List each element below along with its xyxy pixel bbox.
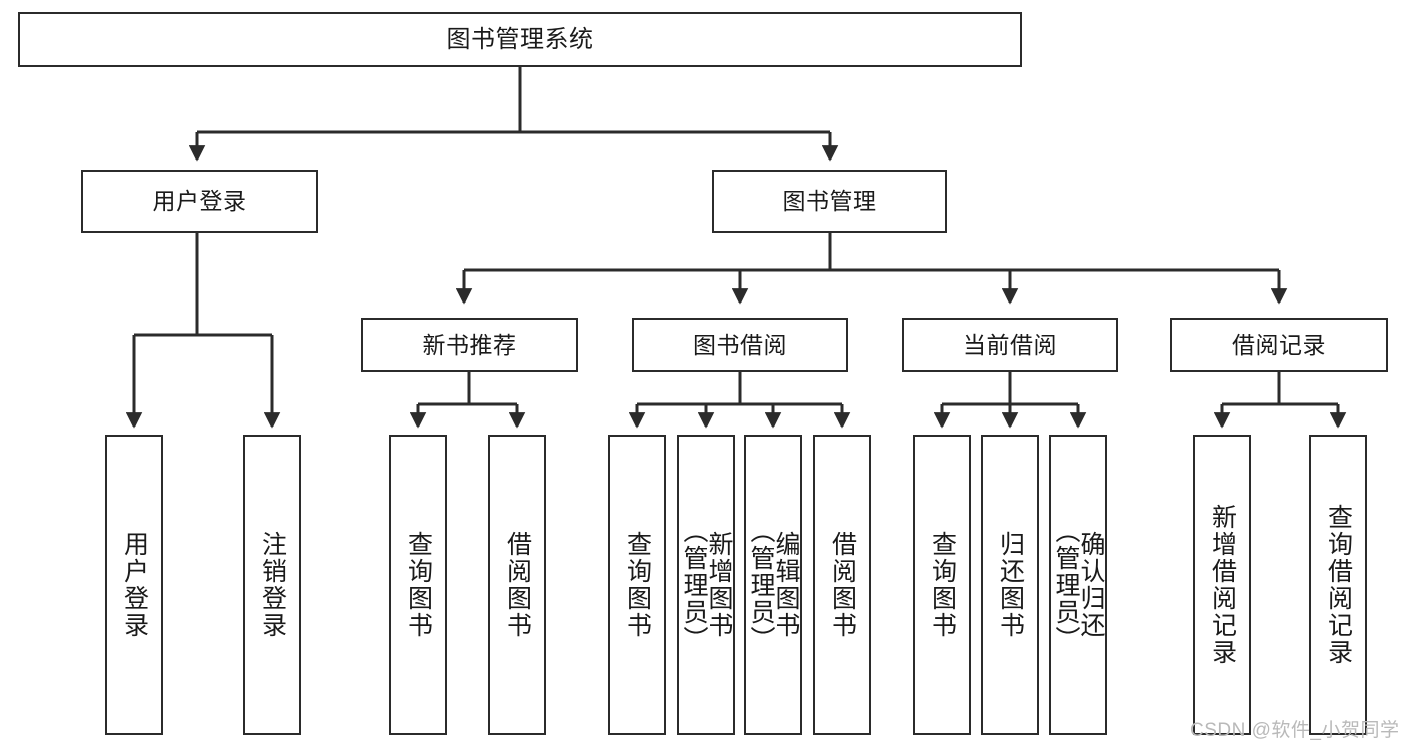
node-label: 图书管理 bbox=[782, 188, 877, 215]
node-label: 查询图书 bbox=[623, 531, 652, 639]
leaf-edit-book-admin[interactable]: 编辑图书 （管理员） bbox=[744, 435, 802, 735]
node-label: 用户登录 bbox=[152, 188, 247, 215]
leaf-confirm-return-admin[interactable]: 确认归还 （管理员） bbox=[1049, 435, 1107, 735]
node-label: 借阅图书 bbox=[503, 531, 532, 639]
node-label: 新书推荐 bbox=[422, 331, 517, 358]
watermark-text: CSDN @软件_小贺同学 bbox=[1190, 720, 1400, 741]
leaf-add-borrow-record[interactable]: 新增借阅记录 bbox=[1193, 435, 1251, 735]
node-label: 注销登录 bbox=[258, 531, 287, 639]
node-label: 用户登录 bbox=[120, 531, 149, 639]
leaf-query-book-current[interactable]: 查询图书 bbox=[913, 435, 971, 735]
leaf-user-logout[interactable]: 注销登录 bbox=[243, 435, 301, 735]
leaf-user-login[interactable]: 用户登录 bbox=[105, 435, 163, 735]
node-label: 查询图书 bbox=[928, 531, 957, 639]
node-label: 确认归还 （管理员） bbox=[1052, 517, 1105, 653]
leaf-query-book-recommend[interactable]: 查询图书 bbox=[389, 435, 447, 735]
leaf-borrow-book-recommend[interactable]: 借阅图书 bbox=[488, 435, 546, 735]
node-label: 新增借阅记录 bbox=[1208, 504, 1237, 666]
node-label: 借阅图书 bbox=[828, 531, 857, 639]
leaf-query-borrow-record[interactable]: 查询借阅记录 bbox=[1309, 435, 1367, 735]
node-root-system[interactable]: 图书管理系统 bbox=[18, 12, 1022, 67]
leaf-query-book-borrow[interactable]: 查询图书 bbox=[608, 435, 666, 735]
leaf-return-book[interactable]: 归还图书 bbox=[981, 435, 1039, 735]
node-current-borrow[interactable]: 当前借阅 bbox=[902, 318, 1118, 372]
node-label: 编辑图书 （管理员） bbox=[747, 517, 800, 653]
node-book-management[interactable]: 图书管理 bbox=[712, 170, 947, 233]
leaf-add-book-admin[interactable]: 新增图书 （管理员） bbox=[677, 435, 735, 735]
node-label: 当前借阅 bbox=[963, 331, 1057, 358]
leaf-borrow-book[interactable]: 借阅图书 bbox=[813, 435, 871, 735]
node-label: 归还图书 bbox=[996, 531, 1025, 639]
node-user-login[interactable]: 用户登录 bbox=[81, 170, 318, 233]
node-label: 图书管理系统 bbox=[446, 25, 594, 53]
node-book-borrow[interactable]: 图书借阅 bbox=[632, 318, 848, 372]
node-new-book-recommend[interactable]: 新书推荐 bbox=[361, 318, 578, 372]
node-label: 借阅记录 bbox=[1232, 331, 1326, 358]
node-borrow-record[interactable]: 借阅记录 bbox=[1170, 318, 1388, 372]
node-label: 查询借阅记录 bbox=[1324, 504, 1353, 666]
node-label: 图书借阅 bbox=[693, 331, 787, 358]
node-label: 新增图书 （管理员） bbox=[680, 517, 733, 653]
node-label: 查询图书 bbox=[404, 531, 433, 639]
